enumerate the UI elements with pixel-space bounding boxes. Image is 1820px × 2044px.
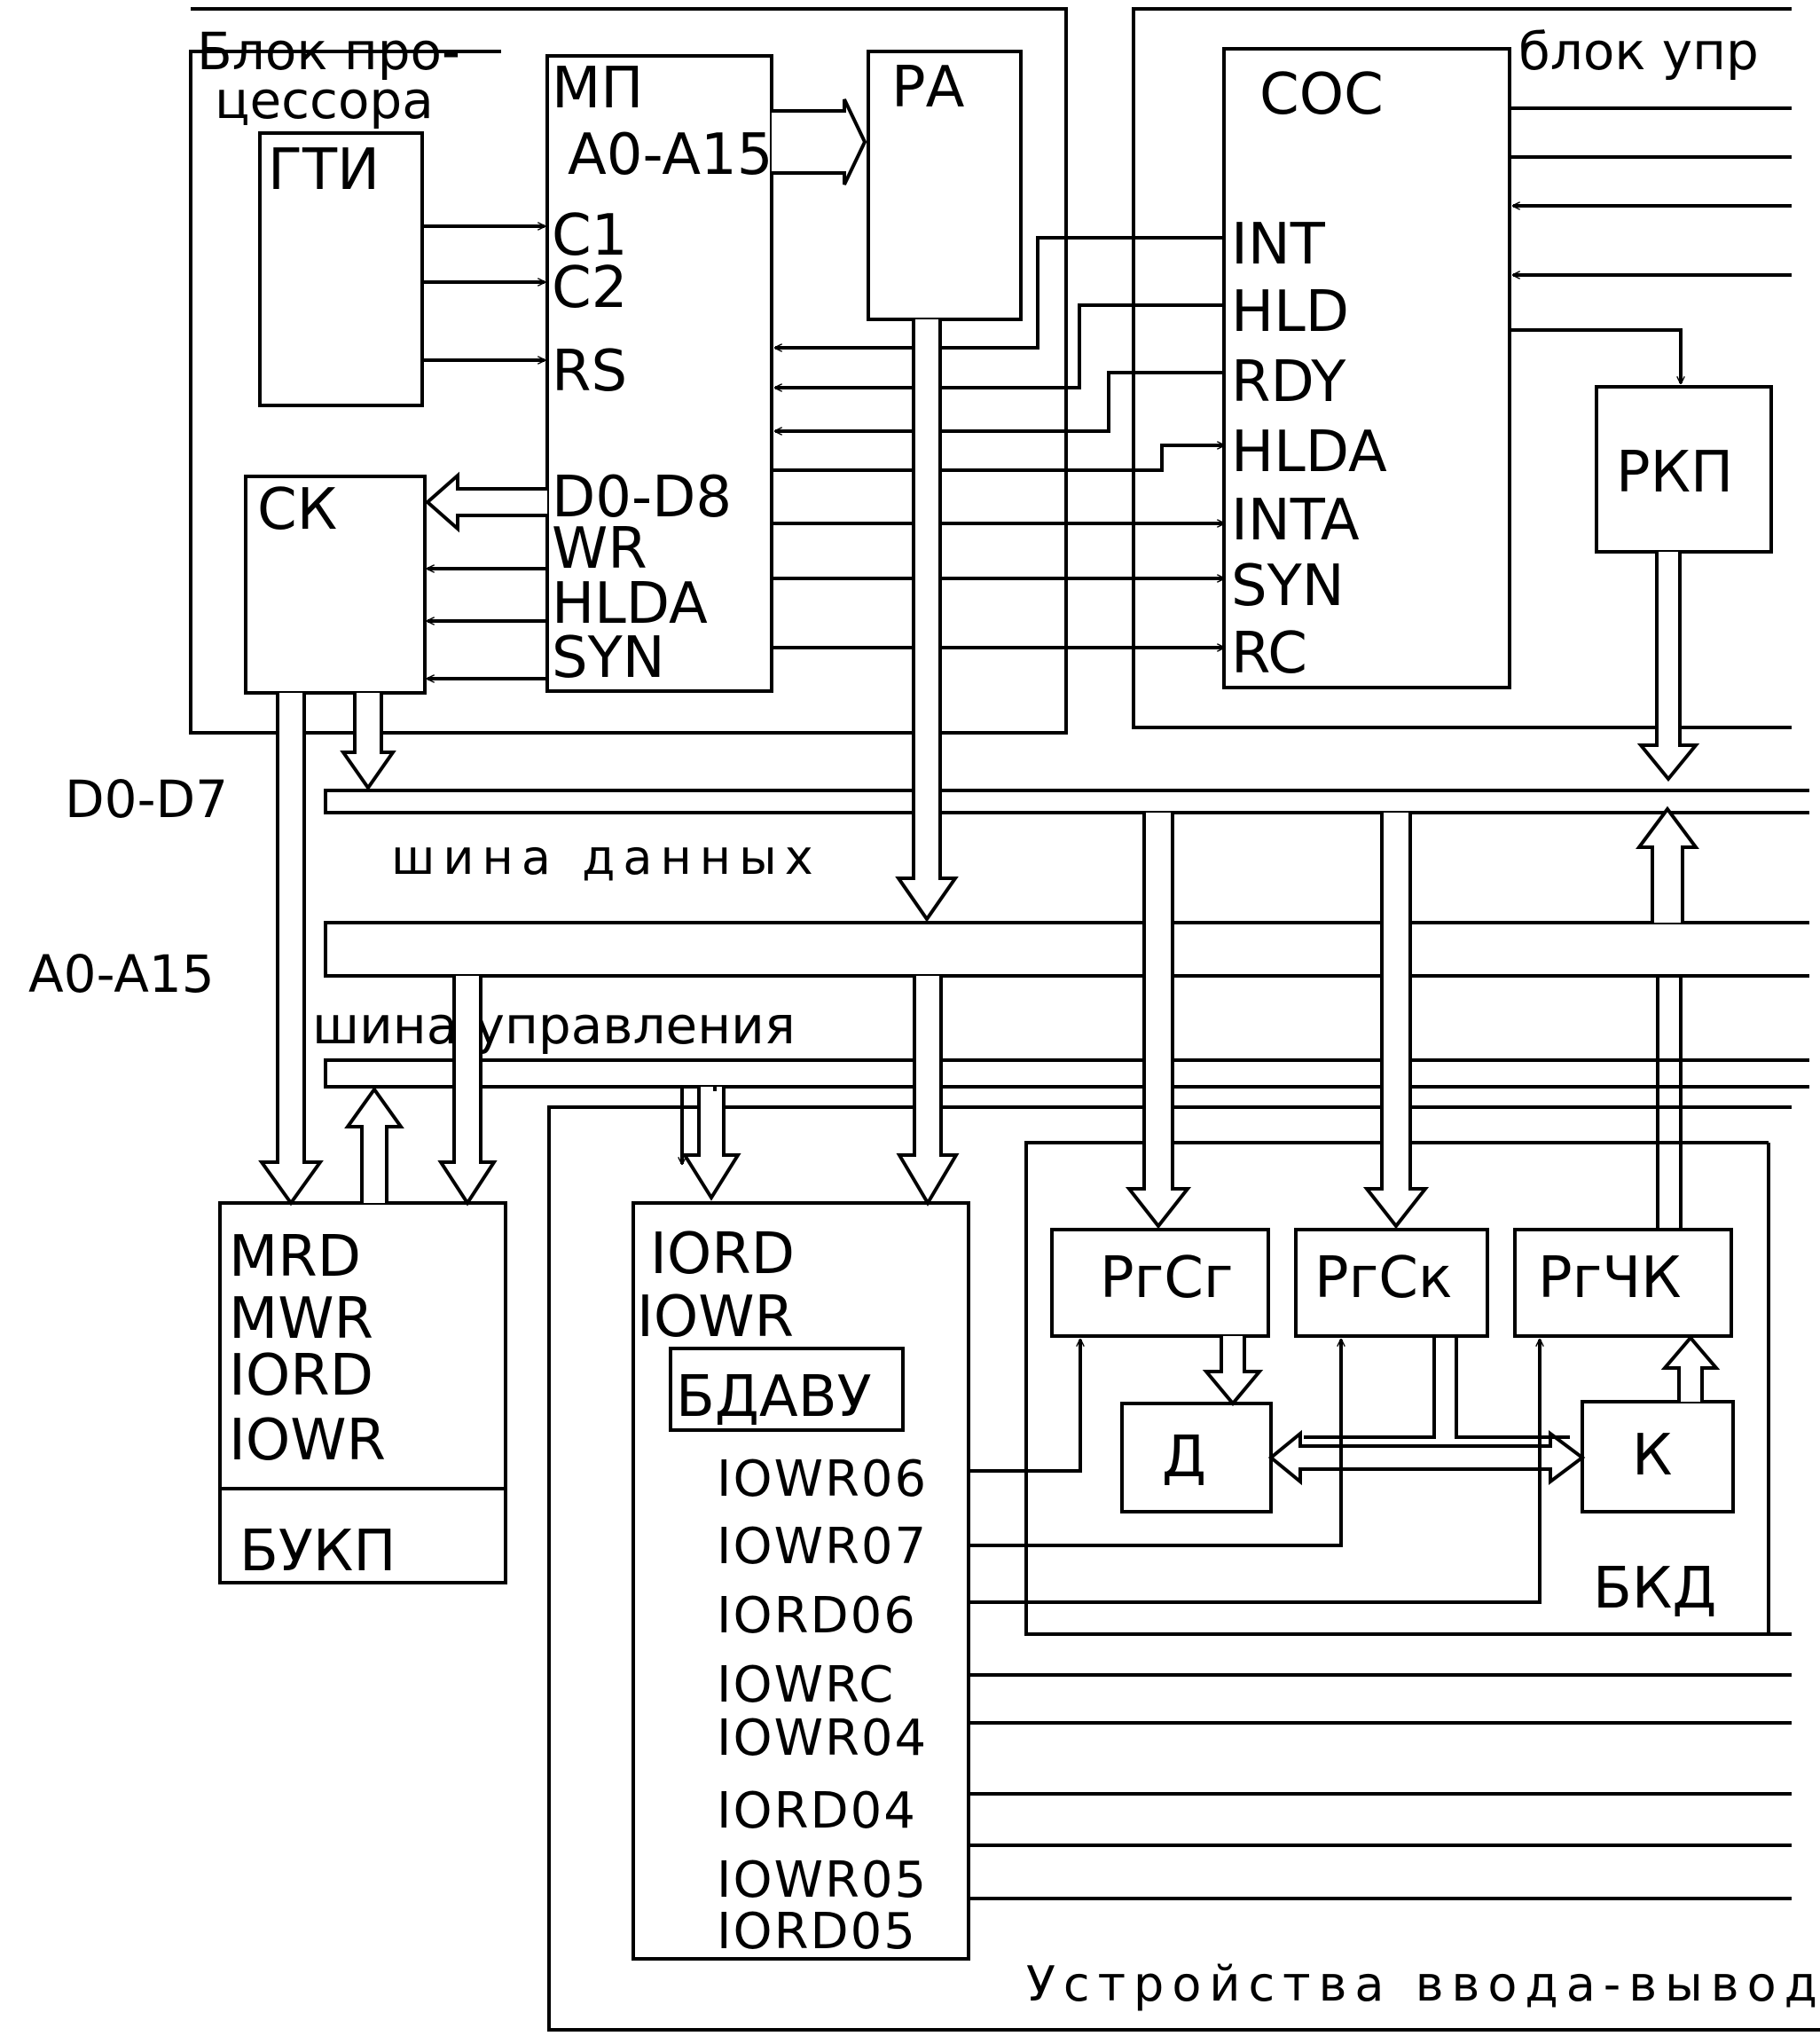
bukp-label: БУКП xyxy=(239,1519,396,1584)
sk-to-data-bus xyxy=(340,693,396,791)
coc-pin-inta: INTA xyxy=(1231,488,1360,554)
control-block: блок упр xyxy=(1132,7,1792,729)
rgsk-label: РгСк xyxy=(1314,1246,1453,1311)
data-bus-d0-d7-label: D0-D7 xyxy=(65,769,228,829)
coc-block: СОС INT HLD RDY HLDA INTA SYN RC xyxy=(1222,47,1511,689)
address-bus-to-decoder xyxy=(896,976,960,1207)
system-buses: D0-D7 шина данных A0-A15 шина управления xyxy=(28,769,1809,1089)
rgchk-label: РгЧК xyxy=(1538,1246,1682,1311)
processor-block: Блок про- цессора xyxy=(189,7,1068,735)
coc-external-lines xyxy=(1510,106,1792,383)
coc-pin-syn: SYN xyxy=(1231,554,1345,619)
ra-block: РА xyxy=(867,50,1023,321)
mp-pin-d0-d8: D0-D8 xyxy=(552,465,732,531)
bdavu-box xyxy=(669,1347,905,1432)
rgsg-to-d xyxy=(1202,1336,1264,1407)
decoder-signal-iowr: IOWR xyxy=(637,1285,794,1350)
bdavu-label: БДАВУ xyxy=(676,1364,872,1430)
decoder-output-iowr06: IOWR06 xyxy=(717,1450,928,1508)
bukp-to-control-bus xyxy=(344,1086,404,1203)
sk-block: СК xyxy=(244,471,547,695)
rkp-to-data-bus xyxy=(1636,552,1700,782)
rkp-block: РКП xyxy=(1595,385,1773,782)
bukp-signal-iord: IORD xyxy=(229,1343,373,1409)
decoder-output-iowr05: IOWR05 xyxy=(717,1851,928,1909)
gti-label: ГТИ xyxy=(268,138,380,203)
rgsk-register xyxy=(1294,1228,1489,1338)
mp-block: МП A0-A15 C1 C2 RS D0-D8 WR HLDA SYN xyxy=(545,54,773,693)
coc-pin-rdy: RDY xyxy=(1231,350,1346,415)
data-bus-to-rgsg xyxy=(1125,813,1192,1230)
data-bus-to-rgsk xyxy=(1362,813,1430,1230)
decoder-output-iowr07: IOWR07 xyxy=(717,1518,928,1576)
ra-label: РА xyxy=(891,55,965,121)
coc-pin-int: INT xyxy=(1231,212,1326,278)
decoder-signal-iord: IORD xyxy=(650,1222,795,1287)
coc-pin-hld: HLD xyxy=(1231,279,1349,345)
mp-pin-syn: SYN xyxy=(552,625,665,691)
mp-pin-c2: C2 xyxy=(552,256,627,321)
decoder-output-iowrc: IOWRC xyxy=(717,1656,895,1714)
bukp-signal-iowr: IOWR xyxy=(229,1408,386,1474)
coc-pin-rc: RC xyxy=(1231,621,1307,687)
processor-block-title-1: Блок про- xyxy=(197,21,460,82)
decoder-output-lines xyxy=(969,1673,1792,1900)
coc-pin-hlda: HLDA xyxy=(1231,420,1387,485)
ra-to-address-bus xyxy=(895,319,959,923)
mp-label: МП xyxy=(552,56,643,122)
bkd-label: БКД xyxy=(1593,1556,1716,1622)
mp-addr-label: A0-A15 xyxy=(568,122,773,188)
mp-pin-c1: C1 xyxy=(552,203,627,269)
rgsg-register xyxy=(1050,1228,1270,1338)
data-bus-label: шина данных xyxy=(391,829,821,885)
coc-label: СОС xyxy=(1259,62,1384,128)
k-to-rgchk xyxy=(1660,1334,1721,1402)
control-bus-tap-1 xyxy=(681,1087,741,1201)
data-bus-taps xyxy=(452,813,1683,1230)
control-bus-label: шина управления xyxy=(312,995,796,1056)
d-k-bus xyxy=(1267,1429,1586,1486)
address-bus xyxy=(324,921,1809,978)
decoder-output-iowr04: IOWR04 xyxy=(717,1710,928,1767)
decoder-output-iord06: IORD06 xyxy=(717,1587,917,1645)
sk-label: СК xyxy=(257,477,337,543)
control-block-title: блок упр xyxy=(1518,21,1759,82)
mp-pin-wr: WR xyxy=(552,516,647,582)
data-bus xyxy=(324,789,1809,814)
d-label: Д xyxy=(1162,1425,1206,1490)
mp-to-sk-bus xyxy=(424,471,547,533)
decoder-output-iord05: IORD05 xyxy=(717,1903,917,1961)
address-bus-to-rkp xyxy=(1636,806,1699,923)
processor-block-title-2: цессора xyxy=(215,70,434,130)
bkd-block: БКД РгСг РгСк РгЧК Д К xyxy=(969,1141,1792,1636)
address-bus-label: A0-A15 xyxy=(28,944,215,1004)
bukp-block: MRD MWR IORD IOWR БУКП xyxy=(218,1201,507,1584)
mp-to-ra-bus xyxy=(772,98,867,185)
k-label: К xyxy=(1632,1423,1672,1489)
control-bus xyxy=(324,1058,1809,1089)
bukp-signal-mwr: MWR xyxy=(229,1286,373,1352)
sk-to-bukp-bus xyxy=(258,693,324,1207)
gti-block: ГТИ xyxy=(258,131,545,407)
bukp-signal-mrd: MRD xyxy=(229,1224,361,1290)
rkp-label: РКП xyxy=(1616,440,1733,506)
rgchk-register xyxy=(1513,1228,1733,1338)
rgsg-label: РгСг xyxy=(1100,1246,1234,1311)
decoder-block: IORD IOWR БДАВУ IOWR06 IOWR07 IORD06 IOW… xyxy=(632,1201,970,1961)
decoder-output-iord04: IORD04 xyxy=(717,1782,917,1840)
coc-mp-wiring xyxy=(772,236,1224,648)
mp-pin-hlda: HLDA xyxy=(552,571,708,637)
io-devices-title: Устройства ввода-вывода xyxy=(1026,1956,1820,2012)
mp-pin-rs: RS xyxy=(552,339,627,405)
